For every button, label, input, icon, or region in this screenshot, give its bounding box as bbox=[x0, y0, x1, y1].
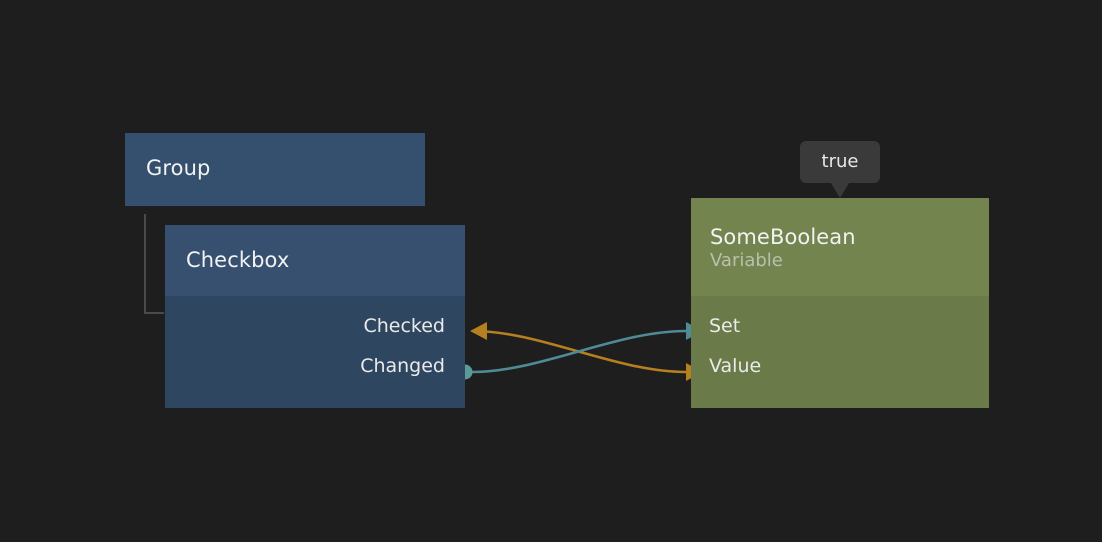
port-label-checked: Checked bbox=[363, 314, 445, 337]
port-label-changed: Changed bbox=[360, 354, 445, 377]
group-child-tree-connector bbox=[144, 214, 164, 314]
value-tooltip-tail bbox=[831, 183, 849, 198]
port-row-value[interactable]: Value bbox=[691, 346, 989, 386]
port-row-checked[interactable]: Checked bbox=[165, 306, 465, 346]
node-group-header[interactable]: Group bbox=[125, 133, 425, 206]
node-checkbox-body: Checked Changed bbox=[165, 296, 465, 408]
node-variable-title: SomeBoolean bbox=[710, 225, 856, 249]
node-group[interactable]: Group bbox=[125, 133, 425, 206]
value-tooltip: true bbox=[800, 141, 880, 198]
node-variable-subtitle: Variable bbox=[710, 250, 783, 271]
node-variable[interactable]: SomeBoolean Variable Set Value bbox=[691, 198, 989, 408]
node-checkbox-header[interactable]: Checkbox bbox=[165, 225, 465, 296]
node-variable-header[interactable]: SomeBoolean Variable bbox=[691, 198, 989, 296]
arrowhead-checked-in bbox=[470, 322, 487, 340]
value-tooltip-text: true bbox=[821, 151, 859, 172]
wire-changed-to-set bbox=[470, 329, 688, 374]
node-variable-body: Set Value bbox=[691, 296, 989, 408]
node-checkbox-title: Checkbox bbox=[186, 248, 290, 272]
port-label-value: Value bbox=[709, 354, 762, 377]
wire-value-to-checked bbox=[471, 329, 688, 374]
node-checkbox[interactable]: Checkbox Checked Changed bbox=[165, 225, 465, 408]
node-group-title: Group bbox=[146, 156, 211, 180]
port-label-set: Set bbox=[709, 314, 741, 337]
port-row-changed[interactable]: Changed bbox=[165, 346, 465, 386]
port-row-set[interactable]: Set bbox=[691, 306, 989, 346]
